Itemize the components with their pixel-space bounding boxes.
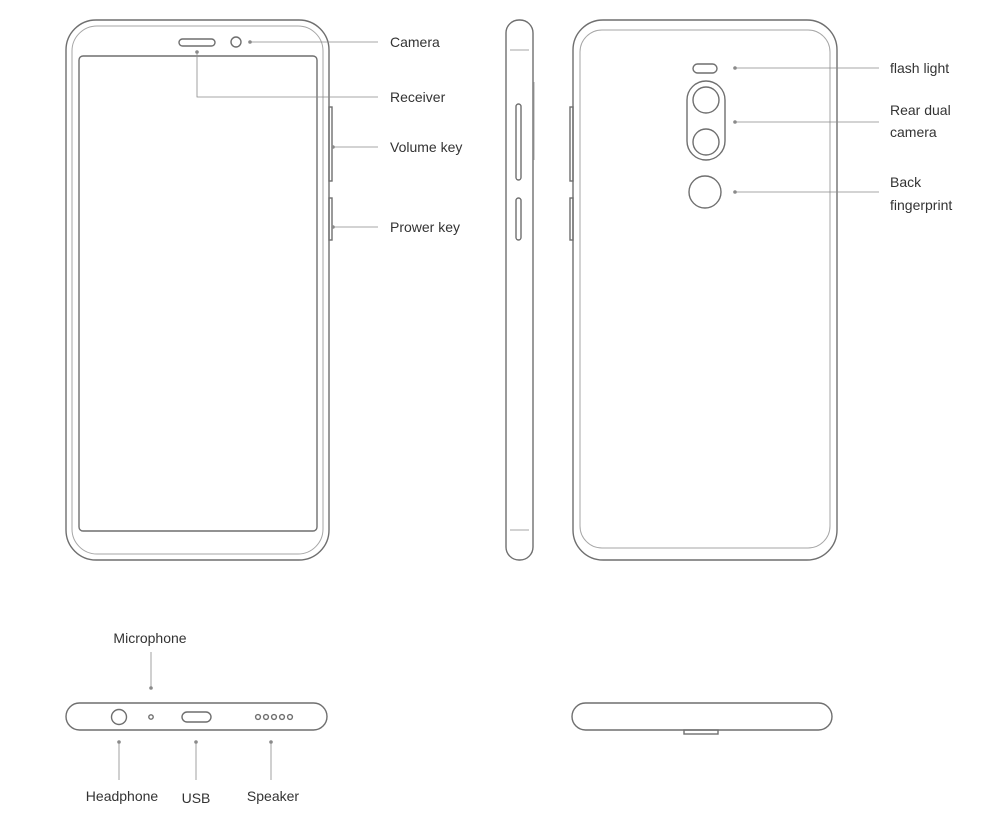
top-edge-body [571,702,833,731]
side-view [505,19,535,561]
top-edge-feature [683,729,719,735]
front-camera-lens [230,36,242,48]
side-volume-key [515,103,522,181]
back-volume-key [569,106,574,182]
label-microphone: Microphone [113,630,186,646]
receiver-slot [178,38,216,47]
back-leaders [733,66,879,194]
speaker-hole-4 [278,713,286,721]
label-rear-dual-camera-line1: Rear dual [890,102,951,118]
label-usb: USB [182,790,211,806]
front-inner-bezel [71,25,324,555]
label-receiver: Receiver [390,89,446,105]
usb-port [181,711,212,723]
top-view [571,702,833,735]
rear-camera-module [686,80,726,161]
back-fingerprint-sensor [688,175,722,209]
bottom-edge-body [65,702,328,731]
headphone-jack [110,708,128,726]
label-back-fingerprint: Back fingerprint [890,174,952,213]
speaker-hole-3 [270,713,278,721]
front-leaders [195,40,378,229]
volume-key-side [328,106,333,182]
microphone-hole [148,714,154,720]
bottom-view [65,702,328,731]
label-rear-dual-camera: Rear dual camera [890,102,955,140]
rear-camera-lens-top [692,86,720,114]
front-body [65,19,330,561]
label-back-fingerprint-line1: Back [890,174,922,190]
label-power-key: Prower key [390,219,460,235]
back-body [572,19,838,561]
label-rear-dual-camera-line2: camera [890,124,937,140]
side-power-key [515,197,522,241]
label-volume-key: Volume key [390,139,462,155]
speaker-hole-5 [286,713,294,721]
label-headphone: Headphone [86,788,159,804]
flash-light [692,63,718,74]
back-inner-outline [579,29,831,549]
label-back-fingerprint-line2: fingerprint [890,197,952,213]
front-screen [78,55,318,532]
bottom-leaders [117,652,273,780]
label-speaker: Speaker [247,788,299,804]
side-body [505,19,534,561]
speaker-hole-1 [254,713,262,721]
rear-camera-lens-bottom [692,128,720,156]
back-power-key [569,197,574,241]
label-flash-light: flash light [890,60,949,76]
speaker-hole-2 [262,713,270,721]
power-key-side [328,197,333,241]
back-view [569,19,838,561]
label-camera: Camera [390,34,440,50]
front-view [65,19,333,561]
